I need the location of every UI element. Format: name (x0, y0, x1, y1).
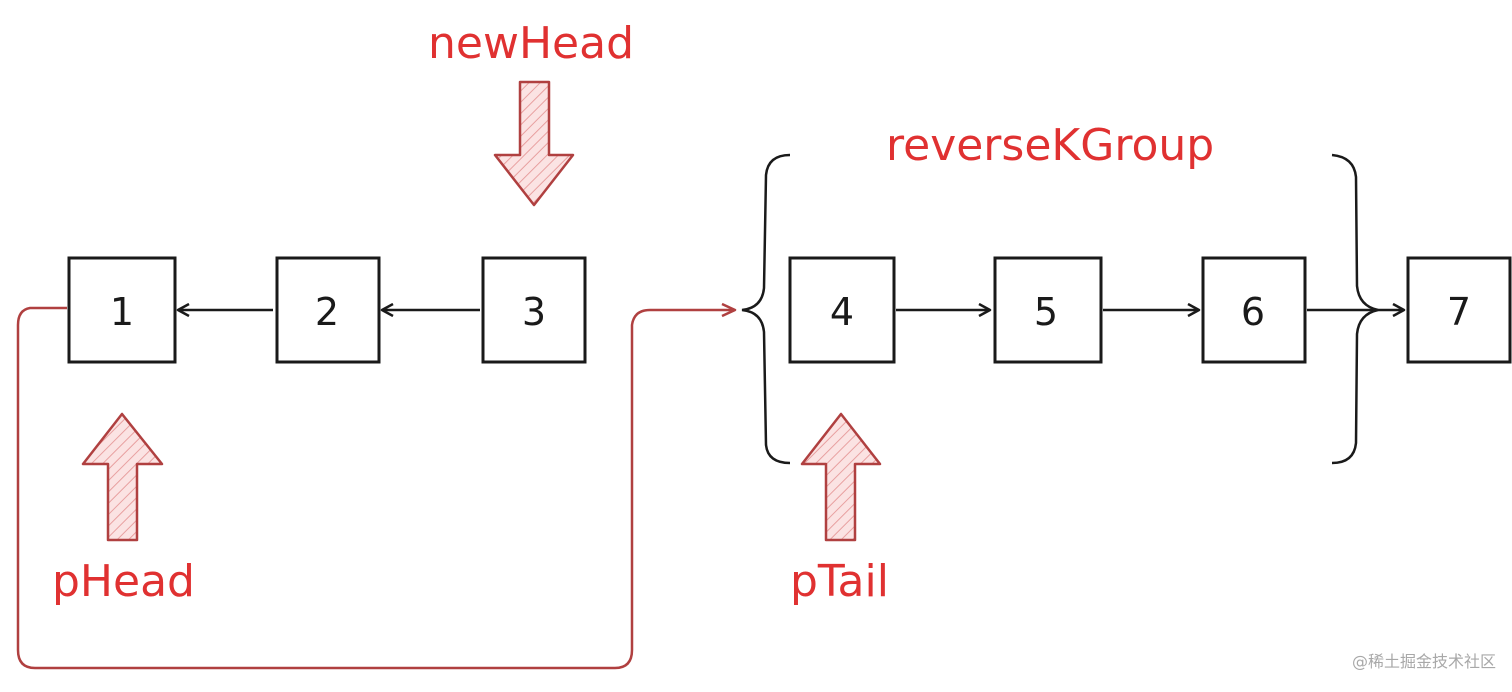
node-7-label: 7 (1447, 290, 1471, 334)
watermark: @稀土掘金技术社区 (1351, 652, 1496, 671)
node-box-1: 1 (67, 256, 177, 364)
ptail-label: pTail (790, 556, 889, 607)
connector-1-to-group (16, 302, 737, 670)
right-brace (1331, 153, 1379, 465)
left-brace (741, 153, 791, 465)
ptail-pointer-arrow (800, 412, 882, 542)
newhead-pointer-arrow (493, 80, 575, 207)
node-box-2: 2 (275, 256, 381, 364)
node-3-label: 3 (522, 290, 546, 334)
node-6-label: 6 (1241, 290, 1265, 334)
newhead-label: newHead (428, 18, 634, 69)
node-box-5: 5 (993, 256, 1103, 364)
phead-label: pHead (52, 556, 195, 607)
node-box-3: 3 (481, 256, 587, 364)
node-box-4: 4 (788, 256, 896, 364)
reverse-k-group-label: reverseKGroup (886, 120, 1214, 171)
node-box-6: 6 (1201, 256, 1307, 364)
node-2-label: 2 (315, 290, 339, 334)
node-5-label: 5 (1034, 290, 1058, 334)
node-box-7: 7 (1406, 256, 1512, 364)
node-1-label: 1 (110, 290, 134, 334)
node-4-label: 4 (830, 290, 854, 334)
phead-pointer-arrow (81, 412, 164, 542)
